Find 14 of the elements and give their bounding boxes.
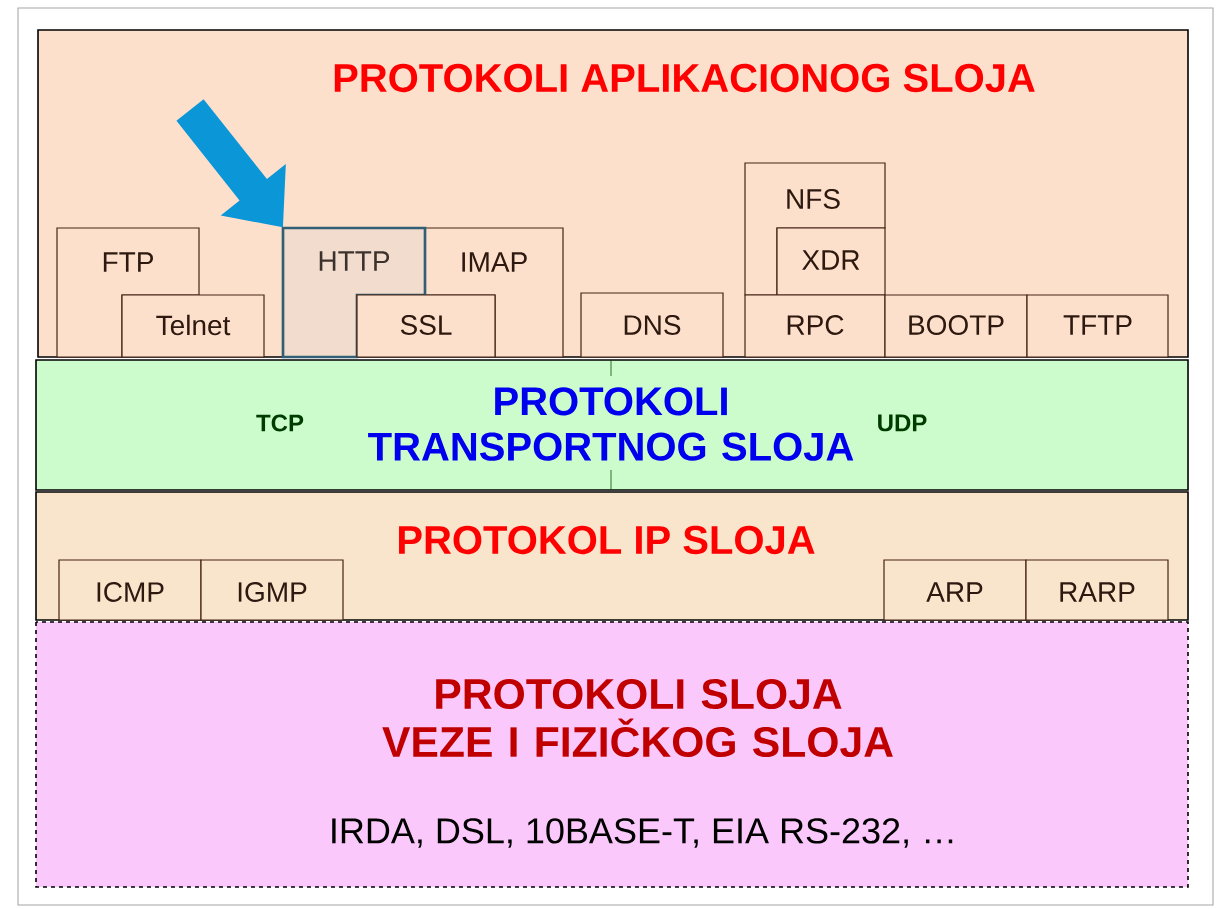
protocol-box: RPC — [744, 294, 886, 358]
protocol-label: TCP — [256, 414, 304, 432]
protocol-box: TFTP — [1026, 294, 1169, 358]
protocol-box: RARP — [1025, 559, 1169, 621]
protocol-box: XDR — [776, 227, 886, 296]
protocol-box: BOOTP — [884, 294, 1028, 358]
protocol-box: ARP — [883, 559, 1027, 621]
protocol-label: UDP — [878, 414, 927, 432]
protocol-box: ICMP — [58, 559, 202, 621]
protocol-box: IGMP — [200, 559, 344, 621]
protocol-box: Telnet — [121, 294, 265, 358]
protocol-box: SSL — [356, 294, 496, 358]
protocol-box: DNS — [580, 292, 724, 358]
layer-band: PROTOKOLI SLOJA VEZE I FIZIČKOG SLOJA IRDA, DSL, 10BASE-T, EIA RS-232, … — [35, 621, 1189, 888]
